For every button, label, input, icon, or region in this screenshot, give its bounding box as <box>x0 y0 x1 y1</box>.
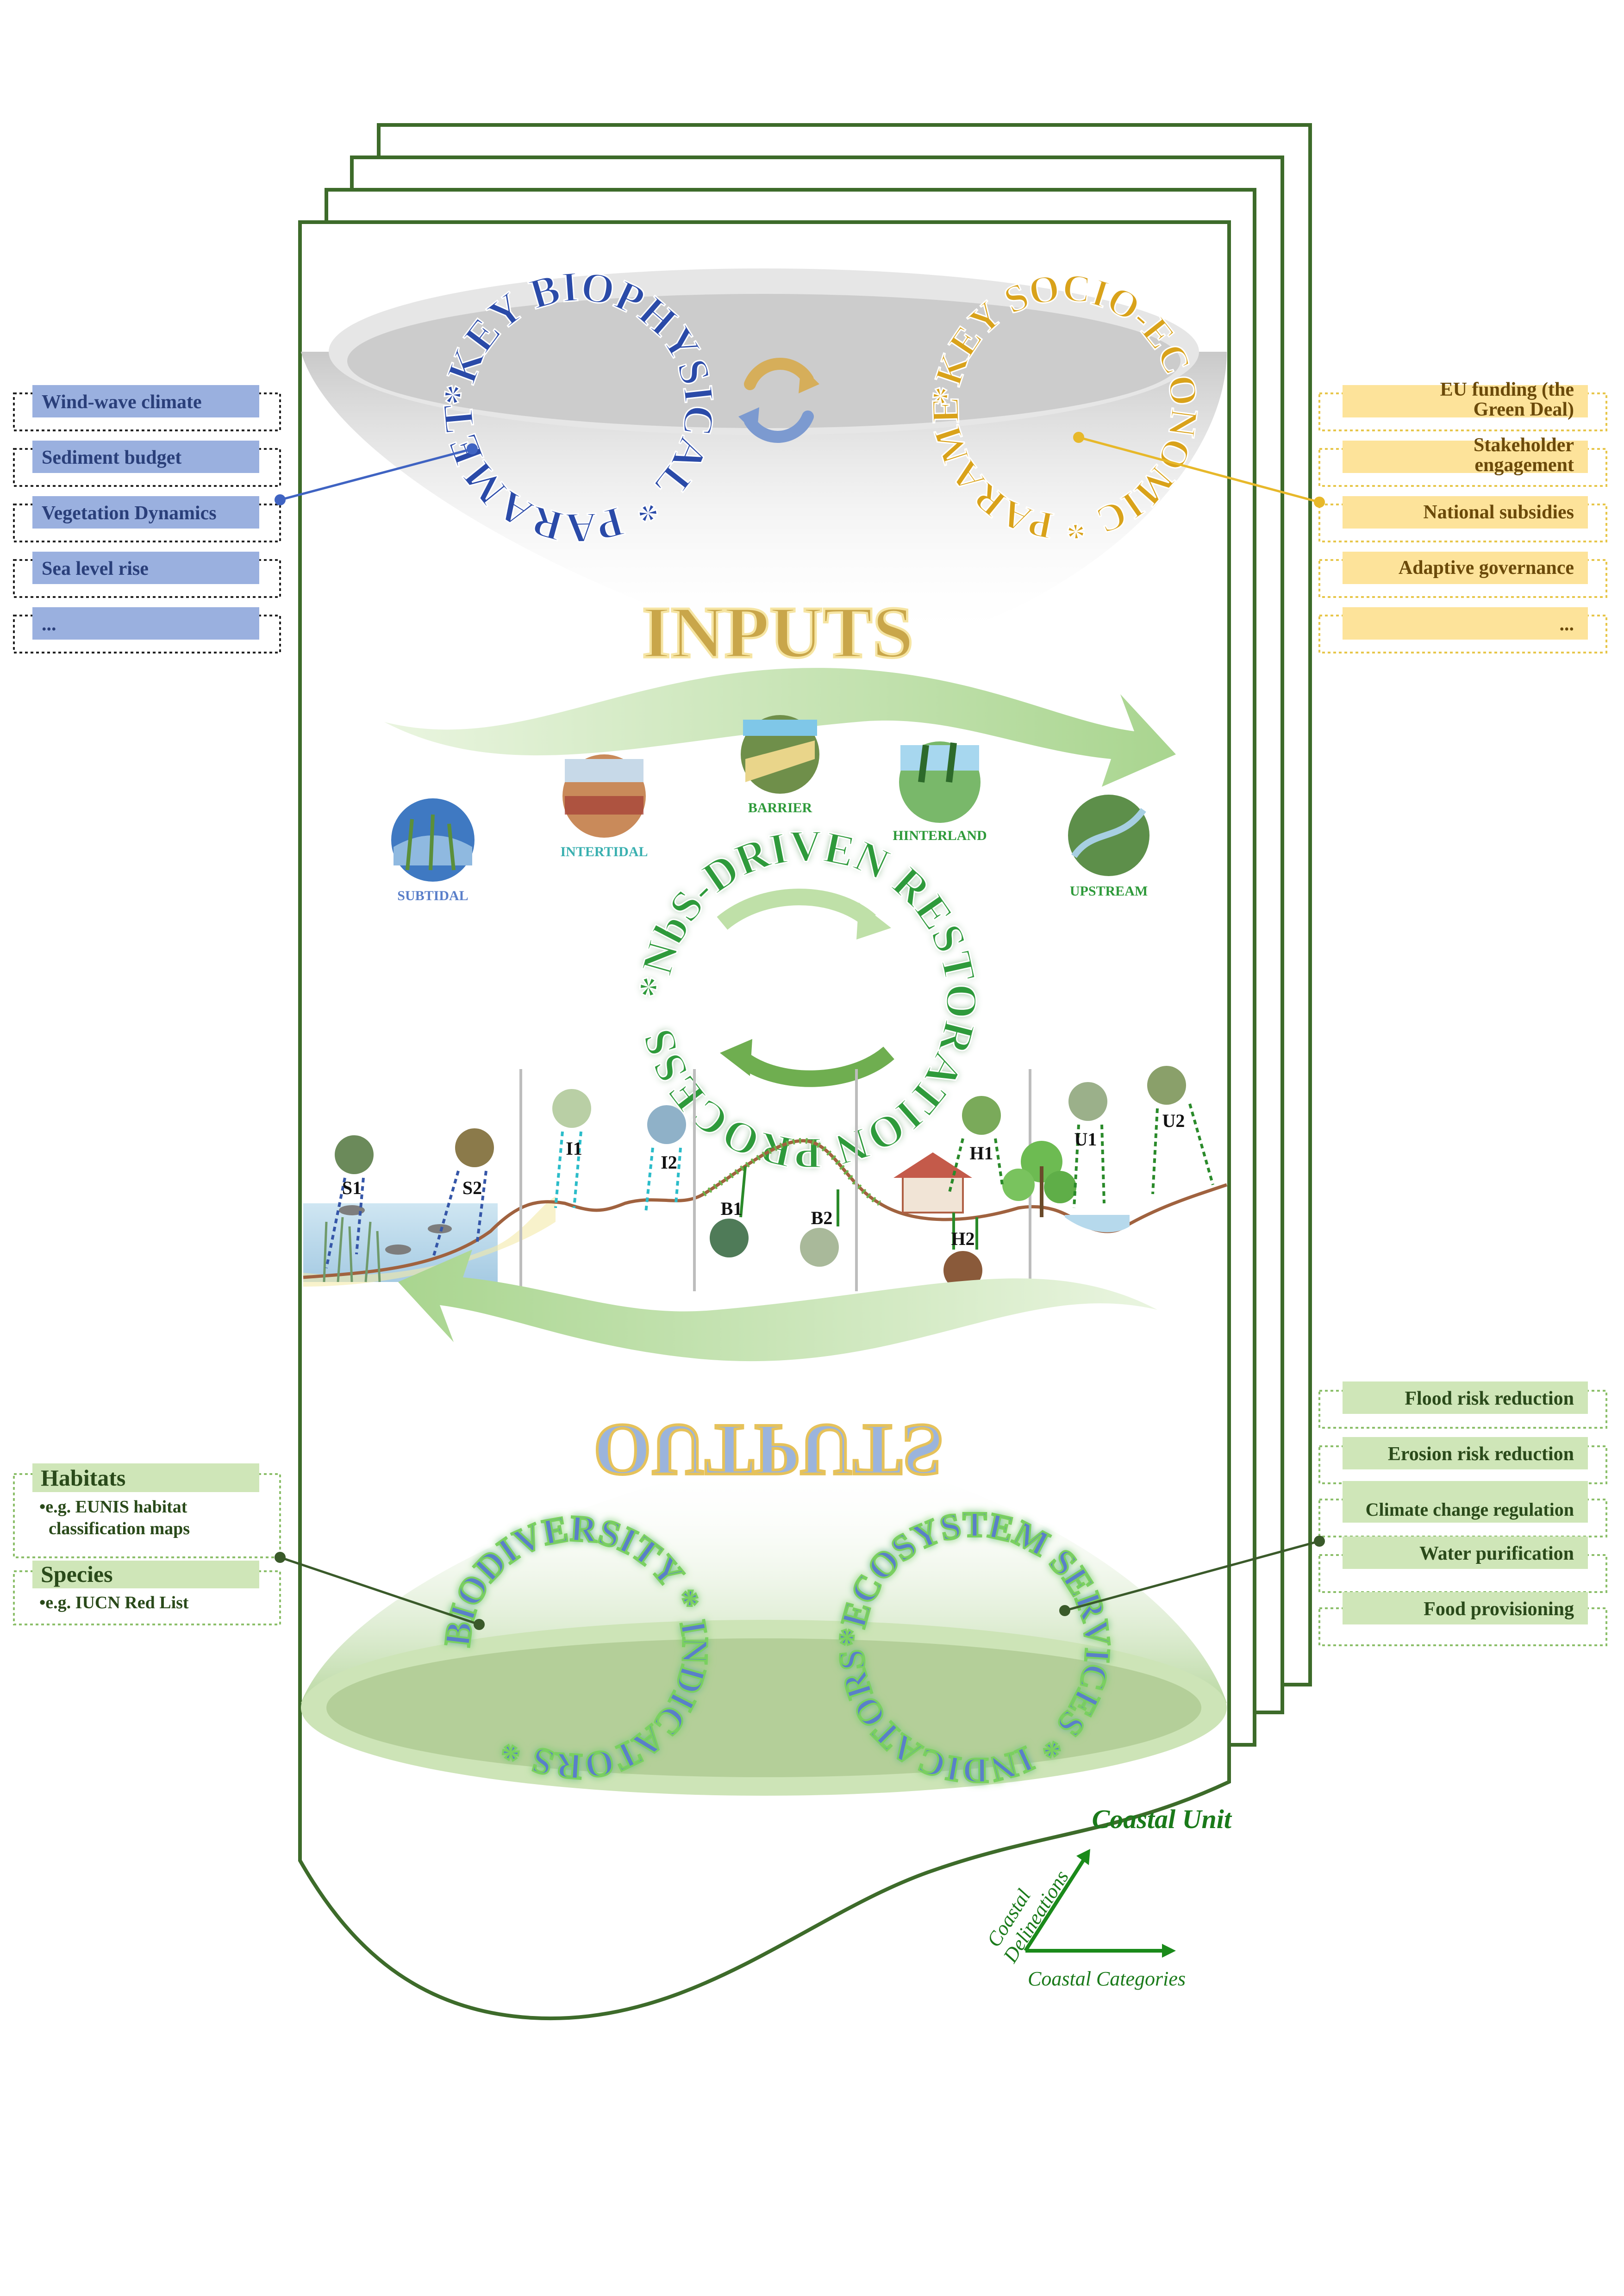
inputs-funnel <box>301 268 1227 643</box>
zone-barrier: BARRIER <box>741 715 819 815</box>
biophysical-item-3: Sea level rise <box>13 552 281 598</box>
biophysical-item-4: ... <box>13 607 281 653</box>
zone-label-upstream: UPSTREAM <box>1070 884 1148 899</box>
coastal-unit-label: Coastal Unit <box>1092 1804 1232 1834</box>
zone-label-subtidal: SUBTIDAL <box>397 888 468 903</box>
socioeconomic-connector <box>1073 432 1325 508</box>
zone-dividers <box>519 1069 1031 1291</box>
coastal-zones: SUBTIDAL INTERTIDAL BARRIER HINTERLAND U… <box>391 715 1149 903</box>
species-box: Species •e.g. IUCN Red List <box>13 1561 281 1625</box>
site-label-s2: S2 <box>462 1177 482 1198</box>
site-s2: S2 <box>431 1128 494 1259</box>
site-label-b2: B2 <box>811 1207 833 1228</box>
service-item-1: Erosion risk reduction <box>1318 1437 1607 1484</box>
zone-subtidal: SUBTIDAL <box>391 798 475 903</box>
biophysical-connector <box>275 443 478 505</box>
species-example: •e.g. IUCN Red List <box>39 1593 189 1612</box>
zone-label-intertidal: INTERTIDAL <box>561 844 648 859</box>
socioeconomic-item-4: ... <box>1318 607 1607 653</box>
zone-label-hinterland: HINTERLAND <box>893 828 987 843</box>
socioeconomic-item-label: Stakeholder <box>1474 435 1574 456</box>
biodiversity-connector <box>275 1552 485 1630</box>
zone-hinterland: HINTERLAND <box>893 741 987 843</box>
axis-label-categories: Coastal Categories <box>1028 1967 1186 1990</box>
tree-icon <box>1002 1141 1076 1217</box>
site-h1: H1 <box>948 1096 1004 1195</box>
house-icon <box>893 1152 972 1213</box>
zone-label-barrier: BARRIER <box>748 800 812 815</box>
site-label-h2: H2 <box>951 1228 974 1249</box>
zone-upstream: UPSTREAM <box>1068 795 1149 899</box>
service-item-label: Climate change regulation <box>1366 1499 1574 1520</box>
ecosystem-services-list: Flood risk reduction Erosion risk reduct… <box>1318 1381 1607 1646</box>
socioeconomic-item-label: Green Deal) <box>1474 399 1574 420</box>
fish-icon <box>339 1205 452 1255</box>
species-title: Species <box>41 1561 113 1587</box>
service-item-label: Erosion risk reduction <box>1388 1444 1574 1465</box>
exchange-cycle-icon <box>738 358 819 443</box>
service-item-3: Water purification <box>1318 1537 1607 1593</box>
socioeconomic-item-2: National subsidies <box>1318 496 1607 542</box>
socioeconomic-item-label: EU funding (the <box>1440 379 1574 400</box>
socioeconomic-item-label: engagement <box>1474 454 1574 476</box>
service-item-0: Flood risk reduction <box>1318 1381 1607 1429</box>
site-label-i2: I2 <box>661 1152 677 1173</box>
site-u2: U2 <box>1147 1066 1214 1195</box>
site-b2: B2 <box>800 1189 839 1267</box>
service-item-4: Food provisioning <box>1318 1592 1607 1646</box>
outputs-funnel <box>301 1467 1227 1796</box>
biophysical-item-label: Sea level rise <box>42 558 149 579</box>
socioeconomic-item-1: Stakeholder engagement <box>1318 435 1607 487</box>
service-item-label: Food provisioning <box>1424 1599 1574 1620</box>
habitats-box: Habitats •e.g. EUNIS habitat classificat… <box>13 1463 281 1558</box>
biophysical-item-label: ... <box>42 614 56 635</box>
habitats-example-line2: classification maps <box>49 1519 190 1538</box>
biodiversity-outputs-list: Habitats •e.g. EUNIS habitat classificat… <box>13 1463 281 1625</box>
zone-intertidal: INTERTIDAL <box>561 754 648 859</box>
site-s1: S1 <box>325 1135 374 1269</box>
socioeconomic-parameter-list: EU funding (the Green Deal) Stakeholder … <box>1318 379 1607 653</box>
biophysical-item-label: Wind-wave climate <box>42 392 202 413</box>
site-label-s1: S1 <box>342 1177 362 1198</box>
ecosystem-services-connector <box>1059 1536 1325 1616</box>
inputs-title: INPUTS <box>642 591 914 673</box>
biophysical-item-1: Sediment budget <box>13 441 281 487</box>
site-label-b1: B1 <box>721 1198 743 1219</box>
biophysical-item-2: Vegetation Dynamics <box>13 496 281 542</box>
socioeconomic-item-label: National subsidies <box>1423 502 1574 523</box>
habitats-example-line1: •e.g. EUNIS habitat <box>39 1497 187 1517</box>
biophysical-item-0: Wind-wave climate <box>13 385 281 431</box>
site-b1: B1 <box>710 1166 749 1257</box>
site-label-u2: U2 <box>1162 1110 1185 1131</box>
site-i2: I2 <box>644 1105 686 1213</box>
site-u1: U1 <box>1068 1082 1107 1208</box>
seagrass-icon <box>323 1217 381 1282</box>
habitats-title: Habitats <box>41 1465 125 1491</box>
monitoring-sites: S1 S2 I1 I2 B1 B2 <box>325 1066 1214 1290</box>
outputs-flow-arrow <box>398 1250 1157 1362</box>
biophysical-parameter-list: Wind-wave climate Sediment budget Vegeta… <box>13 385 281 653</box>
axes-legend: Coastal Delineations Coastal Categories <box>982 1849 1186 1990</box>
biophysical-item-label: Vegetation Dynamics <box>42 503 217 524</box>
service-item-2: Climate change regulation <box>1318 1481 1607 1537</box>
site-label-u1: U1 <box>1074 1129 1097 1150</box>
site-label-h1: H1 <box>969 1143 993 1164</box>
site-label-i1: I1 <box>566 1138 582 1159</box>
socioeconomic-item-3: Adaptive governance <box>1318 552 1607 598</box>
socioeconomic-item-label: Adaptive governance <box>1399 557 1574 579</box>
biophysical-item-label: Sediment budget <box>42 447 181 468</box>
socioeconomic-item-0: EU funding (the Green Deal) <box>1318 379 1607 431</box>
site-i1: I1 <box>552 1089 591 1208</box>
outputs-title: OUTPUTS <box>593 1409 943 1492</box>
site-h2: H2 <box>943 1213 982 1290</box>
service-item-label: Water purification <box>1419 1543 1574 1564</box>
socioeconomic-item-label: ... <box>1560 614 1574 635</box>
service-item-label: Flood risk reduction <box>1405 1388 1574 1409</box>
outputs-title-group: OUTPUTS <box>592 1408 945 1493</box>
